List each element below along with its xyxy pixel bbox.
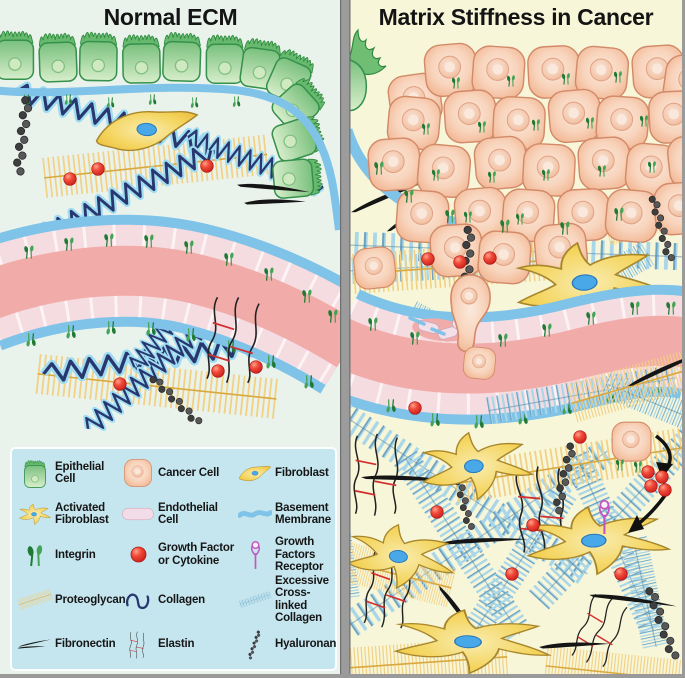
legend-item: Growth Factors Receptor [238, 536, 335, 573]
legend-item-label: Excessive Cross-linked Collagen [275, 575, 329, 624]
right-panel-title: Matrix Stiffness in Cancer [378, 4, 654, 30]
cancer-cell-icon [121, 458, 155, 488]
epithelial-cell-icon [18, 458, 52, 489]
legend-item: Endothelial Cell [121, 502, 238, 527]
activated-fibroblast-icon [18, 503, 52, 526]
legend-item: Elastin [121, 630, 238, 659]
panel-divider [340, 0, 351, 678]
legend-item-label: Growth Factors Receptor [275, 536, 324, 573]
legend-item-label: Elastin [158, 638, 195, 651]
blood-vessel-disrupted [346, 284, 685, 430]
hyaluronan-icon [233, 624, 276, 666]
legend-item-label: Fibroblast [275, 467, 329, 480]
legend-item: Activated Fibroblast [18, 502, 121, 527]
legend-item-label: Integrin [55, 548, 96, 561]
legend-item: Collagen [121, 589, 238, 611]
elastin-icon [121, 630, 155, 659]
endothelial-cell-icon [121, 506, 155, 522]
legend-item-label: Activated Fibroblast [55, 501, 109, 527]
legend-item-label: Growth Factor or Cytokine [158, 542, 234, 567]
legend-item: Excessive Cross-linked Collagen [238, 575, 335, 624]
legend-item: Fibronectin [18, 635, 121, 655]
invading-cancer-cells [351, 245, 498, 381]
legend-item-label: Endothelial Cell [158, 501, 218, 527]
growth-factors-receptor-icon [238, 539, 272, 570]
legend-item: Cancer Cell [121, 458, 238, 488]
legend-item: Fibroblast [238, 463, 335, 484]
basement-membrane [0, 83, 341, 231]
integrin-icon [18, 542, 52, 568]
fibronectin-icon [18, 635, 52, 655]
legend-item: Integrin [18, 542, 121, 568]
legend: Epithelial Cell Cancer Cell Fibroblast A… [10, 447, 337, 671]
collagen-icon [121, 589, 155, 611]
legend-item-label: Proteoglycan [55, 593, 126, 606]
broken-membrane-fragments [408, 316, 446, 336]
legend-item-label: Fibronectin [55, 638, 116, 651]
legend-item-label: Collagen [158, 593, 205, 606]
legend-item: Hyaluronan [238, 629, 337, 660]
basement-membrane-icon [238, 507, 272, 521]
legend-item: Epithelial Cell [18, 458, 121, 489]
legend-item: Growth Factor or Cytokine [121, 542, 238, 567]
right-panel-art [346, 0, 685, 678]
legend-item-label: Cancer Cell [158, 467, 220, 480]
fibroblast-icon [238, 463, 272, 484]
signal-arrows [628, 434, 673, 533]
blood-vessel [0, 214, 341, 394]
growth-factor-icon [121, 545, 155, 564]
legend-item-label: Hyaluronan [275, 638, 337, 651]
left-panel-title: Normal ECM [103, 4, 238, 30]
legend-item-label: Epithelial Cell [55, 461, 105, 486]
legend-item: Basement Membrane [238, 502, 335, 527]
excessive-crosslinked-collagen-icon [237, 587, 274, 612]
epithelial-grass-remnant [349, 28, 387, 76]
legend-item: Proteoglycan [18, 592, 126, 607]
legend-item-label: Basement Membrane [275, 501, 331, 527]
proteoglycan-icon [17, 587, 54, 612]
